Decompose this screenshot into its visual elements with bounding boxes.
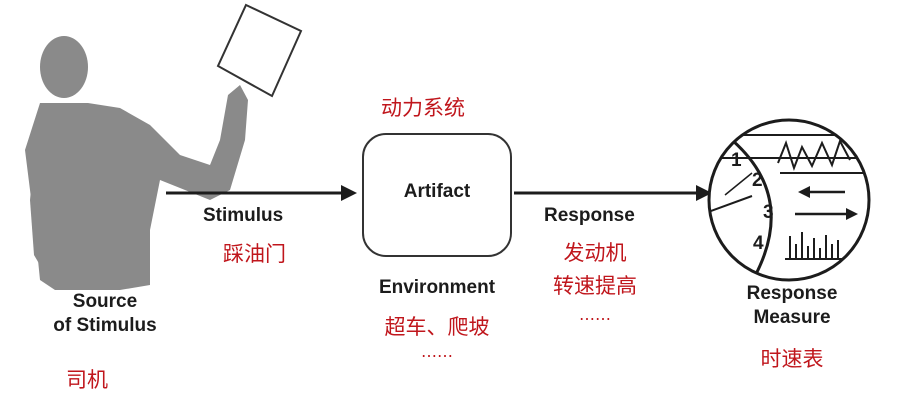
response-more: ……	[579, 305, 611, 324]
response-measure-label: Response Measure	[712, 282, 872, 330]
stimulus-cn-label: 踩油门	[223, 242, 286, 266]
dial-number-3: 3	[763, 202, 774, 223]
stimulus-arrow	[166, 185, 357, 201]
artifact-box	[362, 133, 512, 257]
dial-number-4: 4	[753, 233, 764, 254]
environment-label: Environment	[378, 277, 496, 298]
environment-more: ……	[421, 342, 453, 361]
response-label: Response	[544, 205, 635, 226]
source-cn-label: 司机	[66, 368, 108, 392]
response-cn-line2: 转速提高	[553, 274, 637, 298]
source-label-line2: of Stimulus	[53, 315, 157, 336]
paper-sheet	[216, 3, 303, 98]
artifact-label: Artifact	[403, 181, 471, 202]
response-measure-line1: Response	[746, 283, 838, 304]
person-figure	[25, 36, 248, 290]
source-label: Source of Stimulus	[20, 290, 190, 338]
dial-number-2: 2	[752, 170, 763, 191]
response-measure-cn-label: 时速表	[760, 347, 824, 371]
response-gauge: 1 2 3 4	[707, 118, 871, 282]
dial-number-1: 1	[731, 150, 742, 171]
source-label-line1: Source	[72, 291, 138, 312]
environment-cn-label: 超车、爬坡	[384, 315, 490, 339]
response-cn-line1: 发动机	[563, 241, 627, 265]
artifact-cn-title: 动力系统	[381, 96, 465, 120]
response-measure-line2: Measure	[753, 307, 831, 328]
stimulus-label: Stimulus	[203, 205, 284, 226]
response-arrow	[514, 185, 712, 201]
